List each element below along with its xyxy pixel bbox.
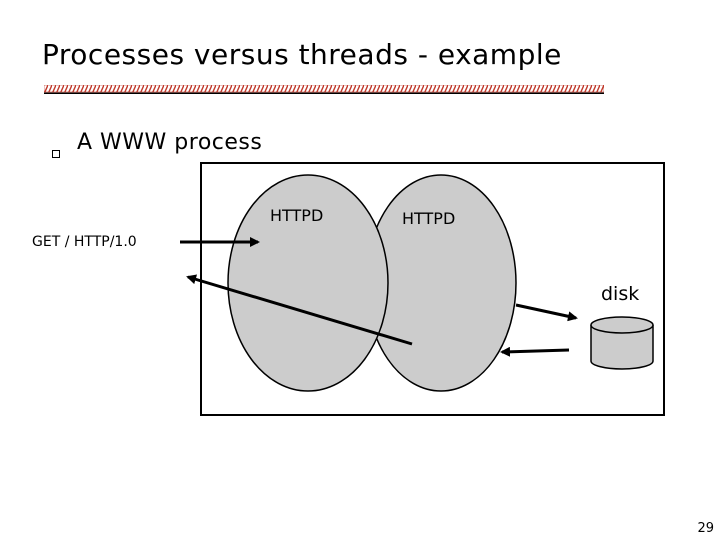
process-box: [200, 162, 665, 416]
bullet-text: A WWW process: [77, 130, 263, 155]
disk-return-arrow: [500, 346, 570, 357]
bullet-marker: [52, 150, 60, 158]
thread-ellipse-left: [227, 174, 389, 392]
disk-icon: [590, 316, 654, 370]
httpd-left-label: HTTPD: [270, 206, 323, 225]
title-underline: [44, 85, 604, 94]
response-arrow: [186, 274, 413, 346]
disk-read-arrow: [515, 303, 578, 322]
page-number: 29: [697, 521, 714, 536]
disk-label: disk: [601, 283, 639, 305]
slide-title: Processes versus threads - example: [42, 38, 562, 71]
httpd-right-label: HTTPD: [402, 209, 455, 228]
request-label: GET / HTTP/1.0: [32, 234, 137, 250]
